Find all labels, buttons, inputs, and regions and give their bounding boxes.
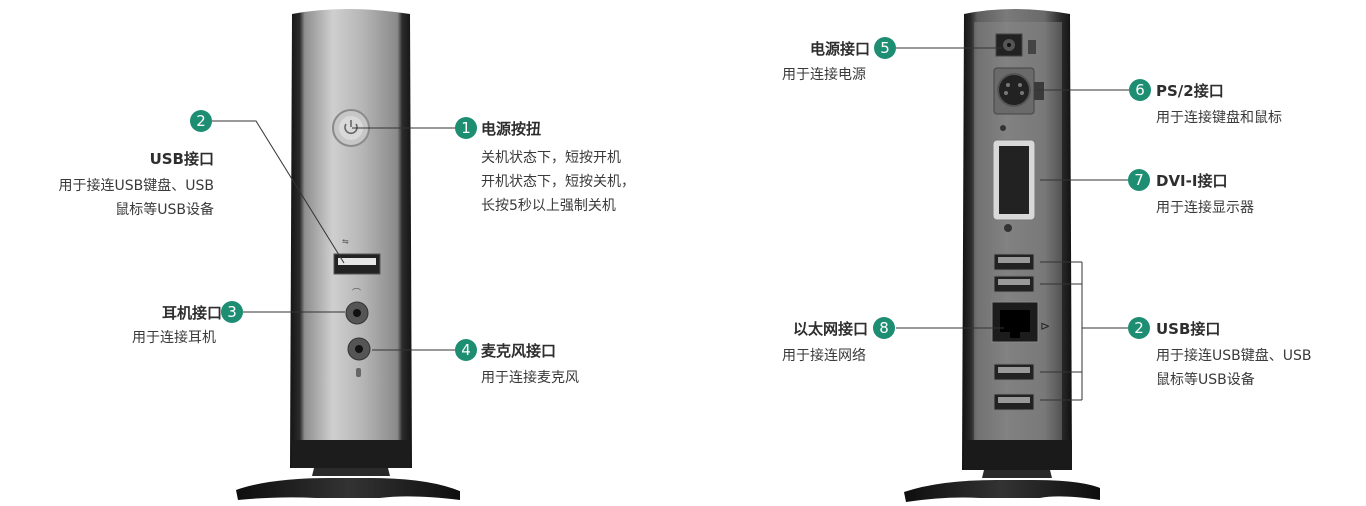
callout-title: 电源接口 — [809, 40, 870, 58]
callout-desc-line: 鼠标等USB设备 — [1156, 372, 1255, 388]
callout-number: 3 — [221, 301, 243, 323]
callout-title: USB接口 — [149, 150, 214, 168]
callout-title: 麦克风接口 — [481, 342, 557, 360]
front-device-image: ⇋ ⌒ — [236, 9, 460, 500]
callout-number: 1 — [455, 117, 477, 139]
back-device-image: ⊳ — [904, 9, 1100, 502]
callout-desc-line: 用于连接耳机 — [132, 330, 216, 346]
callout-desc-line: 用于接连USB键盘、USB — [58, 178, 214, 194]
callout-number: 4 — [455, 339, 477, 361]
callout-number: 7 — [1128, 169, 1150, 191]
callout-number: 2 — [190, 110, 212, 132]
callout-desc-line: 用于连接键盘和鼠标 — [1156, 110, 1282, 126]
callout-number: 5 — [874, 37, 896, 59]
callout-title: 耳机接口 — [161, 304, 222, 322]
callout-desc-line: 关机状态下，短按开机 — [481, 150, 621, 166]
callout-desc-line: 用于连接电源 — [782, 67, 866, 83]
svg-text:⊳: ⊳ — [1040, 319, 1050, 333]
callout-number: 2 — [1128, 317, 1150, 339]
callout-number: 6 — [1129, 79, 1151, 101]
callout-desc-line: 长按5秒以上强制关机 — [481, 198, 616, 214]
callout-title: USB接口 — [1156, 320, 1221, 338]
callout-number: 8 — [873, 317, 895, 339]
callout-title: 电源按扭 — [481, 120, 542, 138]
callout-desc-line: 用于接连USB键盘、USB — [1156, 348, 1312, 364]
callout-desc-line: 开机状态下，短按关机， — [481, 174, 635, 190]
svg-text:⇋: ⇋ — [342, 237, 349, 246]
callout-title: DVI-I接口 — [1156, 172, 1228, 190]
callout-title: 以太网接口 — [792, 320, 868, 338]
callout-desc-line: 用于接连网络 — [782, 348, 866, 364]
callout-desc-line: 鼠标等USB设备 — [115, 202, 214, 218]
callout-desc-line: 用于连接显示器 — [1156, 200, 1254, 216]
callout-desc-line: 用于连接麦克风 — [481, 370, 579, 386]
callout-title: PS/2接口 — [1156, 82, 1224, 100]
svg-text:⌒: ⌒ — [352, 288, 361, 299]
